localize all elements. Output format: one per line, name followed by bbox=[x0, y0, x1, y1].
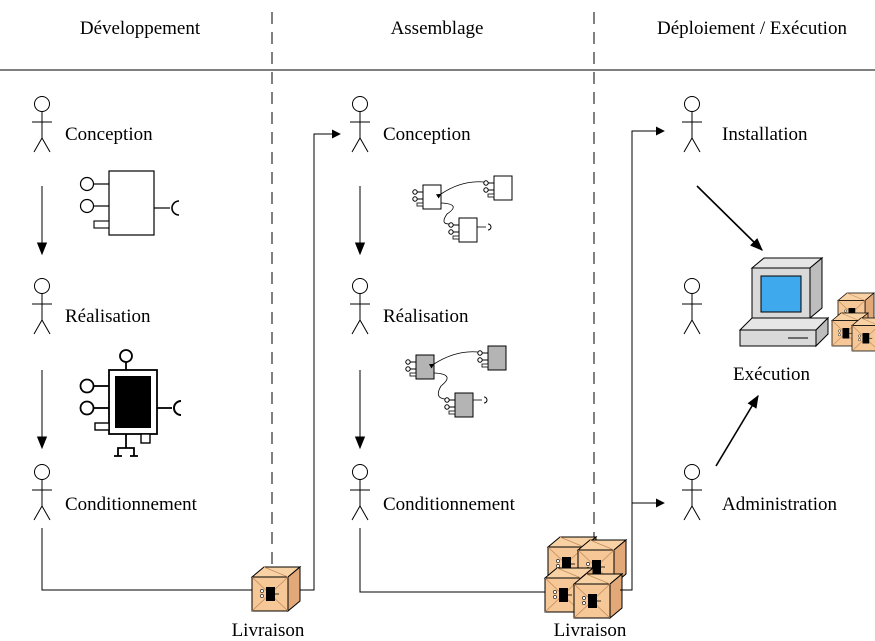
role-execution: Exécution bbox=[733, 364, 811, 385]
admin-arrow bbox=[715, 394, 759, 467]
actor-installation bbox=[681, 96, 703, 153]
deployed-packages-icon bbox=[831, 292, 875, 352]
actor-administration bbox=[681, 464, 703, 521]
delivery-packages-icon bbox=[544, 536, 627, 619]
computer-icon bbox=[738, 256, 830, 348]
actor-realisation-asm bbox=[349, 278, 371, 335]
delivery-arrow-to-installation bbox=[620, 126, 665, 591]
role-conception-asm: Conception bbox=[383, 124, 471, 145]
role-conception-dev: Conception bbox=[65, 124, 153, 145]
install-arrow bbox=[696, 185, 763, 251]
role-packaging-dev: Conditionnement bbox=[65, 494, 198, 515]
header-development: Développement bbox=[80, 18, 201, 39]
delivery-package-icon bbox=[251, 566, 301, 612]
actor-conception-asm bbox=[349, 96, 371, 153]
implemented-assembly-icon bbox=[405, 345, 507, 418]
implemented-component-icon bbox=[79, 349, 182, 457]
actor-packaging-dev bbox=[31, 464, 53, 521]
delivery-label-2: Livraison bbox=[554, 620, 627, 641]
assembly-diagram-icon bbox=[412, 175, 513, 243]
delivery-connector bbox=[41, 528, 252, 591]
actor-execution bbox=[681, 278, 703, 335]
role-realisation-asm: Réalisation bbox=[383, 306, 469, 327]
header-assembly: Assemblage bbox=[391, 18, 484, 39]
role-installation: Installation bbox=[722, 124, 808, 145]
header-deployment: Déploiement / Exécution bbox=[657, 18, 847, 39]
actor-packaging-asm bbox=[349, 464, 371, 521]
delivery-connector bbox=[359, 528, 545, 593]
delivery-label-1: Livraison bbox=[232, 620, 305, 641]
component-diagram-icon bbox=[79, 170, 180, 236]
actor-realisation-dev bbox=[31, 278, 53, 335]
role-packaging-asm: Conditionnement bbox=[383, 494, 516, 515]
role-realisation-dev: Réalisation bbox=[65, 306, 151, 327]
role-administration: Administration bbox=[722, 494, 838, 515]
delivery-arrow-to-assembly bbox=[300, 129, 341, 591]
actor-conception-dev bbox=[31, 96, 53, 153]
